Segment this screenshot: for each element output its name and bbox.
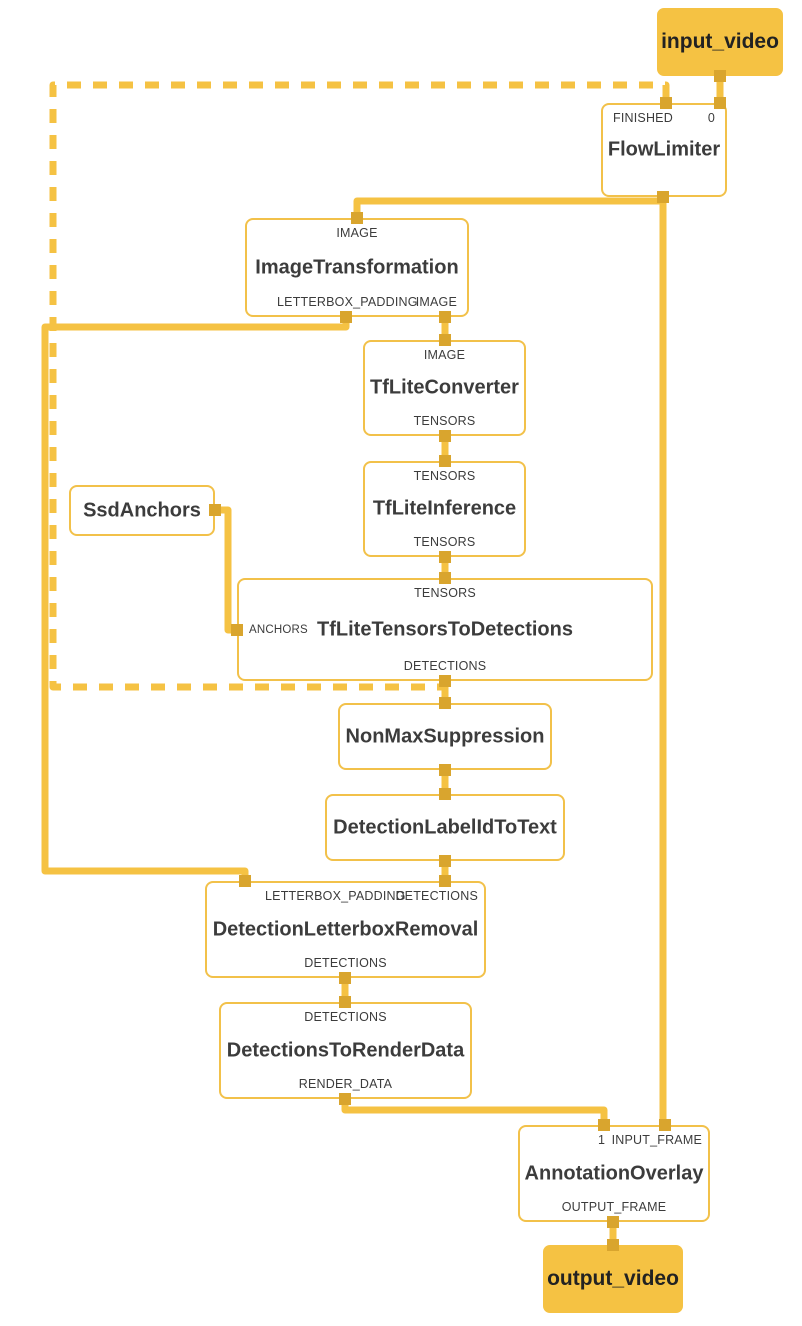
edge-renderdata-to-annotationoverlay bbox=[341, 1099, 608, 1125]
node-tflite-converter-label: TfLiteConverter bbox=[370, 376, 519, 399]
port-rendermaker-detections-in[interactable] bbox=[339, 996, 351, 1008]
port-ssdanchors-out[interactable] bbox=[209, 504, 221, 516]
port-tfliteinference-tensors-in[interactable] bbox=[439, 455, 451, 467]
port-tensorstodetections-detections-out[interactable] bbox=[439, 675, 451, 687]
node-tflite-inference[interactable]: TENSORS TENSORS TfLiteInference bbox=[363, 461, 526, 557]
port-label-annotationoverlay-input-frame: INPUT_FRAME bbox=[611, 1133, 702, 1147]
port-label-letterboxremoval-detections-out: DETECTIONS bbox=[304, 956, 387, 970]
edge-ssdanchors-to-anchors bbox=[215, 506, 237, 634]
port-label-imagetransformation-letterbox-padding: LETTERBOX_PADDING bbox=[277, 295, 418, 309]
node-ssd-anchors-label: SsdAnchors bbox=[83, 499, 201, 521]
node-output-video-label: output_video bbox=[547, 1266, 679, 1290]
port-label-annotationoverlay-1: 1 bbox=[598, 1133, 606, 1147]
port-label-tensorstodetections-anchors: ANCHORS bbox=[249, 623, 308, 636]
port-imagetransformation-image-in[interactable] bbox=[351, 212, 363, 224]
port-label-rendermaker-detections: DETECTIONS bbox=[304, 1010, 387, 1024]
port-label-tfliteinference-tensors-in: TENSORS bbox=[413, 469, 476, 483]
port-label-flowlimiter-0: 0 bbox=[707, 111, 715, 125]
node-image-transformation[interactable]: IMAGE LETTERBOX_PADDING IMAGE ImageTrans… bbox=[245, 218, 469, 317]
node-output-video[interactable]: output_video bbox=[543, 1245, 683, 1313]
port-flowlimiter-0[interactable] bbox=[714, 97, 726, 109]
node-detections-to-render-data-label: DetectionsToRenderData bbox=[226, 1039, 465, 1061]
edge-letterbox-padding-route bbox=[41, 317, 350, 881]
port-nms-in[interactable] bbox=[439, 697, 451, 709]
port-label-rendermaker-render-data: RENDER_DATA bbox=[298, 1077, 393, 1091]
port-rendermaker-render-data-out[interactable] bbox=[339, 1093, 351, 1105]
node-flowlimiter[interactable]: FINISHED 0 FlowLimiter bbox=[601, 103, 727, 197]
node-tflite-tensors-to-detections-label: TfLiteTensorsToDetections bbox=[317, 618, 573, 640]
port-label-tensorstodetections-tensors: TENSORS bbox=[414, 586, 476, 600]
port-label-annotationoverlay-output-frame: OUTPUT_FRAME bbox=[561, 1200, 667, 1214]
port-label-tensorstodetections-detections: DETECTIONS bbox=[403, 659, 487, 673]
port-labelidtotext-in[interactable] bbox=[439, 788, 451, 800]
node-input-video-label: input_video bbox=[661, 29, 779, 53]
port-annotationoverlay-output-frame-out[interactable] bbox=[607, 1216, 619, 1228]
node-detection-letterbox-removal[interactable]: LETTERBOX_PADDING DETECTIONS DETECTIONS … bbox=[205, 881, 486, 978]
port-tfliteconverter-image-in[interactable] bbox=[439, 334, 451, 346]
node-tflite-inference-label: TfLiteInference bbox=[372, 497, 517, 520]
edge-flowlimiter-out-to-imagetransformation bbox=[353, 197, 663, 218]
port-imagetransformation-image-out[interactable] bbox=[439, 311, 451, 323]
node-detection-letterbox-removal-label: DetectionLetterboxRemoval bbox=[212, 918, 479, 940]
port-input-video-out[interactable] bbox=[714, 70, 726, 82]
node-detection-label-id-to-text[interactable]: DetectionLabelIdToText bbox=[325, 794, 565, 861]
port-label-tfliteconverter-tensors: TENSORS bbox=[413, 414, 476, 428]
node-detections-to-render-data[interactable]: DETECTIONS RENDER_DATA DetectionsToRende… bbox=[219, 1002, 472, 1099]
port-tensorstodetections-tensors-in[interactable] bbox=[439, 572, 451, 584]
port-label-tfliteconverter-image: IMAGE bbox=[423, 348, 466, 362]
node-tflite-tensors-to-detections[interactable]: TENSORS ANCHORS DETECTIONS TfLiteTensors… bbox=[237, 578, 653, 681]
port-flowlimiter-out[interactable] bbox=[657, 191, 669, 203]
node-image-transformation-label: ImageTransformation bbox=[255, 256, 459, 278]
port-letterboxremoval-letterbox-padding-in[interactable] bbox=[239, 875, 251, 887]
port-annotationoverlay-1-in[interactable] bbox=[598, 1119, 610, 1131]
node-ssd-anchors[interactable]: SsdAnchors bbox=[69, 485, 215, 536]
port-label-imagetransformation-image-out: IMAGE bbox=[415, 295, 457, 309]
port-tfliteinference-tensors-out[interactable] bbox=[439, 551, 451, 563]
node-flowlimiter-label: FlowLimiter bbox=[607, 138, 721, 161]
port-labelidtotext-out[interactable] bbox=[439, 855, 451, 867]
port-flowlimiter-finished[interactable] bbox=[660, 97, 672, 109]
port-tensorstodetections-anchors-in[interactable] bbox=[231, 624, 243, 636]
node-non-max-suppression-label: NonMaxSuppression bbox=[345, 725, 545, 747]
port-label-flowlimiter-finished: FINISHED bbox=[613, 111, 673, 125]
port-label-letterboxremoval-letterbox-padding: LETTERBOX_PADDING bbox=[265, 889, 406, 903]
node-input-video[interactable]: input_video bbox=[657, 8, 783, 76]
port-output-video-in[interactable] bbox=[607, 1239, 619, 1251]
node-annotation-overlay-label: AnnotationOverlay bbox=[524, 1162, 704, 1184]
port-label-tfliteinference-tensors-out: TENSORS bbox=[413, 535, 476, 549]
port-label-letterboxremoval-detections-in: DETECTIONS bbox=[395, 889, 478, 903]
port-letterboxremoval-detections-out[interactable] bbox=[339, 972, 351, 984]
port-annotationoverlay-input-frame-in[interactable] bbox=[659, 1119, 671, 1131]
port-tfliteconverter-tensors-out[interactable] bbox=[439, 430, 451, 442]
node-non-max-suppression[interactable]: NonMaxSuppression bbox=[338, 703, 552, 770]
node-detection-label-id-to-text-label: DetectionLabelIdToText bbox=[333, 816, 557, 838]
port-nms-out[interactable] bbox=[439, 764, 451, 776]
node-annotation-overlay[interactable]: 1 INPUT_FRAME OUTPUT_FRAME AnnotationOve… bbox=[518, 1125, 710, 1222]
node-tflite-converter[interactable]: IMAGE TENSORS TfLiteConverter bbox=[363, 340, 526, 436]
port-letterboxremoval-detections-in[interactable] bbox=[439, 875, 451, 887]
port-imagetransformation-letterbox-padding[interactable] bbox=[340, 311, 352, 323]
port-label-imagetransformation-image-in: IMAGE bbox=[336, 226, 378, 240]
